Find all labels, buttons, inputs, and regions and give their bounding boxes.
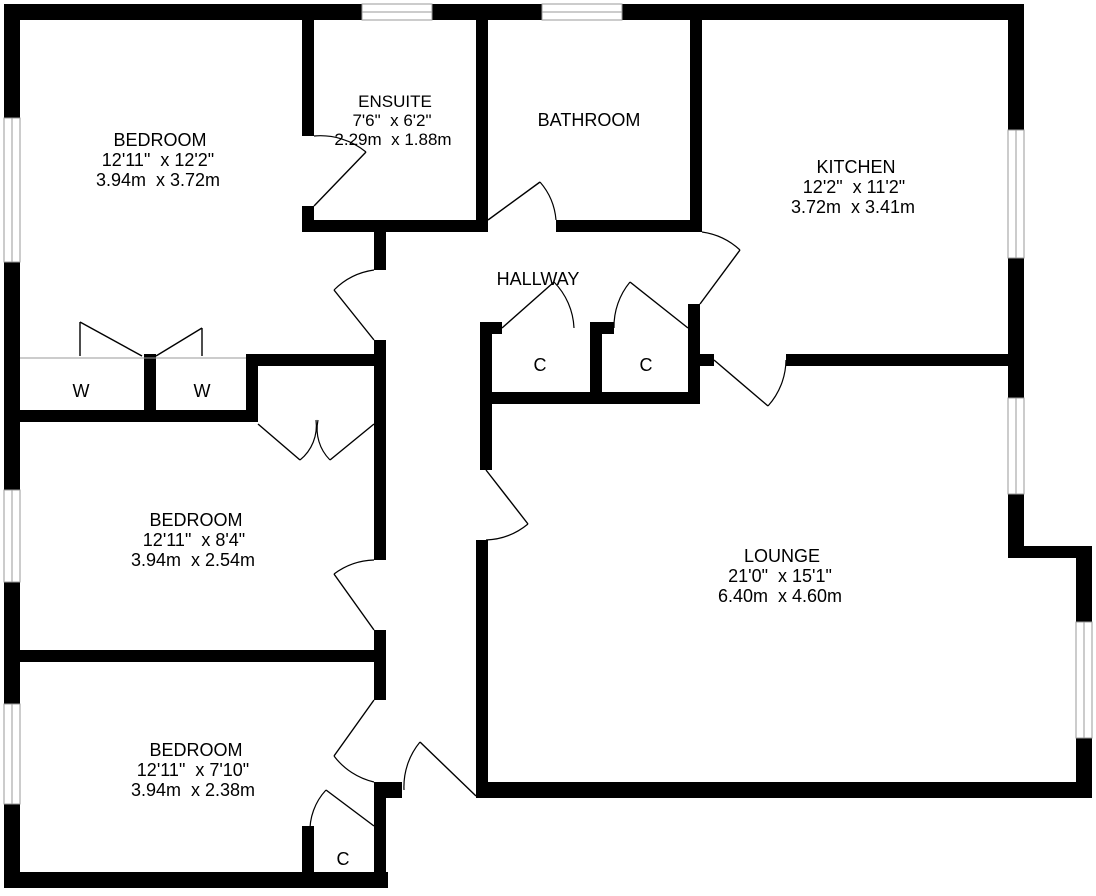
kitchen-metric: 3.72m x 3.41m xyxy=(791,197,915,217)
room-bedroom3: BEDROOM 12'11" x 7'10" 3.94m x 2.38m xyxy=(131,740,255,800)
interior-walls xyxy=(4,4,1024,888)
cupboard-hall-right-label: C xyxy=(640,355,653,375)
cupboard-hall-left-label: C xyxy=(534,355,547,375)
bedroom2-metric: 3.94m x 2.54m xyxy=(131,550,255,570)
bedroom2-imperial: 12'11" x 8'4" xyxy=(143,530,245,550)
bedroom2-name: BEDROOM xyxy=(149,510,242,530)
cupboard-bedroom3-label: C xyxy=(337,849,350,869)
kitchen-imperial: 12'2" x 11'2" xyxy=(803,177,905,197)
bedroom1-metric: 3.94m x 3.72m xyxy=(96,170,220,190)
storage-labels: W W C C C xyxy=(73,355,653,869)
room-hallway: HALLWAY xyxy=(497,269,580,289)
room-bedroom2: BEDROOM 12'11" x 8'4" 3.94m x 2.54m xyxy=(131,510,255,570)
bedroom3-name: BEDROOM xyxy=(149,740,242,760)
ensuite-metric: 2.29m x 1.88m xyxy=(334,130,451,149)
lounge-metric: 6.40m x 4.60m xyxy=(718,586,842,606)
room-bathroom: BATHROOM xyxy=(538,110,641,130)
doors xyxy=(20,135,787,835)
bathroom-name: BATHROOM xyxy=(538,110,641,130)
wardrobe-right-label: W xyxy=(194,381,211,401)
ensuite-name: ENSUITE xyxy=(358,92,432,111)
hallway-name: HALLWAY xyxy=(497,269,580,289)
windows xyxy=(3,3,1093,805)
lounge-imperial: 21'0" x 15'1" xyxy=(728,566,832,586)
room-ensuite: ENSUITE 7'6" x 6'2" 2.29m x 1.88m xyxy=(334,92,451,149)
bedroom1-name: BEDROOM xyxy=(113,130,206,150)
room-kitchen: KITCHEN 12'2" x 11'2" 3.72m x 3.41m xyxy=(791,157,915,217)
room-bedroom1: BEDROOM 12'11" x 12'2" 3.94m x 3.72m xyxy=(96,130,220,190)
room-lounge: LOUNGE 21'0" x 15'1" 6.40m x 4.60m xyxy=(718,546,842,606)
bedroom1-imperial: 12'11" x 12'2" xyxy=(102,150,214,170)
wardrobe-left-label: W xyxy=(73,381,90,401)
ensuite-imperial: 7'6" x 6'2" xyxy=(352,111,431,130)
bedroom3-metric: 3.94m x 2.38m xyxy=(131,780,255,800)
bedroom3-imperial: 12'11" x 7'10" xyxy=(137,760,249,780)
kitchen-name: KITCHEN xyxy=(816,157,895,177)
lounge-name: LOUNGE xyxy=(744,546,820,566)
